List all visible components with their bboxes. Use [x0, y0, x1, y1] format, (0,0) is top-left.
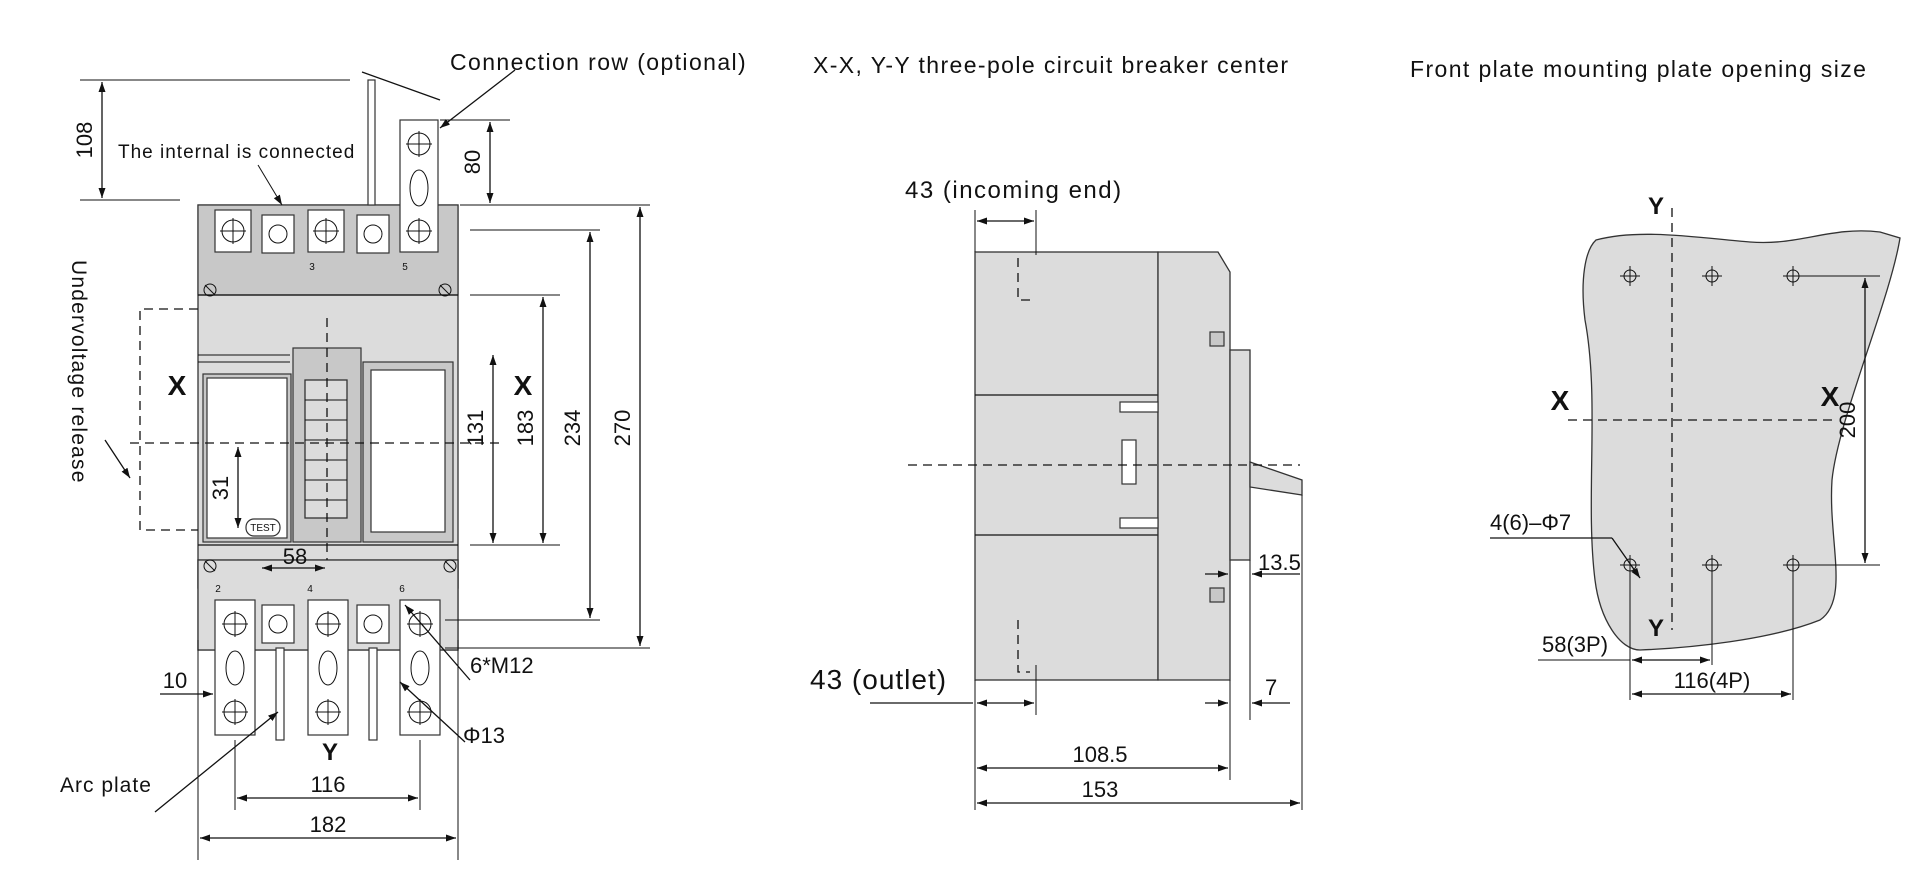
dim-116-label: 116	[310, 772, 345, 797]
front-view: TEST 3 5	[72, 69, 650, 860]
arc-plate	[275, 647, 285, 741]
terminal-number: 5	[402, 262, 408, 273]
dim-31-label: 31	[208, 476, 233, 500]
mounting-axis-x-left: X	[1551, 385, 1570, 416]
dim-200-label: 200	[1835, 402, 1860, 439]
undervoltage-release-box	[139, 308, 198, 531]
dim-58-3p-label: 58(3P)	[1542, 632, 1608, 657]
mounting-hole-icon	[1620, 266, 1803, 575]
arc-plate-caption: Arc plate	[60, 774, 152, 797]
undervoltage-release-caption: Undervoltage release	[67, 260, 90, 484]
connection-row-caption: Connection row (optional)	[450, 49, 747, 75]
side-view-title: X-X, Y-Y three-pole circuit breaker cent…	[813, 52, 1289, 78]
dim-153-label: 153	[1082, 777, 1119, 802]
side-handle	[1249, 461, 1303, 496]
operating-handle	[304, 379, 348, 519]
terminal-number: 6	[399, 584, 405, 595]
dim-234-label: 234	[560, 410, 585, 447]
terminal-number: 2	[215, 584, 221, 595]
side-view: X-X, Y-Y three-pole circuit breaker cent…	[810, 52, 1303, 810]
dim-58-label: 58	[283, 544, 307, 569]
thread-label: 6*M12	[470, 653, 534, 678]
mounting-axis-y-bottom: Y	[1648, 615, 1664, 642]
dim-7-label: 7	[1265, 675, 1277, 700]
upper-terminals	[214, 79, 439, 254]
test-button	[245, 518, 281, 537]
internal-connector	[367, 79, 376, 206]
dim-116-4p-label: 116(4P)	[1674, 668, 1751, 693]
dim-10-label: 10	[163, 668, 187, 693]
dim-131-label: 131	[463, 410, 488, 447]
side-front-face	[1229, 349, 1251, 561]
mounting-view-title: Front plate mounting plate opening size	[1410, 56, 1867, 82]
screw-icon	[203, 283, 457, 573]
internal-connected-caption: The internal is connected	[118, 142, 355, 163]
dim-13-5-label: 13.5	[1258, 550, 1301, 575]
test-label: TEST	[250, 523, 276, 534]
hole-label: Φ13	[463, 723, 505, 748]
outlet-label: 43 (outlet)	[810, 664, 947, 695]
dim-182-label: 182	[310, 812, 347, 837]
mounting-view: Front plate mounting plate opening size …	[1410, 56, 1901, 700]
mounting-axis-x-right: X	[1821, 381, 1840, 412]
axis-y-label: Y	[322, 739, 338, 766]
dim-108-label: 108	[72, 122, 97, 159]
mounting-plate	[1582, 230, 1901, 651]
axis-x-label: X	[168, 370, 187, 401]
holes-label: 4(6)–Φ7	[1490, 510, 1571, 535]
lower-terminals	[214, 599, 441, 741]
terminal-number: 4	[307, 584, 313, 595]
dim-270-label: 270	[610, 410, 635, 447]
side-cover	[1157, 251, 1231, 681]
axis-x-label-right: X	[514, 370, 533, 401]
incoming-end-label: 43 (incoming end)	[905, 177, 1123, 204]
terminal-number: 3	[309, 262, 315, 273]
mounting-axis-y-top: Y	[1648, 193, 1664, 220]
dim-108-5-label: 108.5	[1072, 742, 1127, 767]
dim-183-label: 183	[513, 410, 538, 447]
dim-80-label: 80	[460, 150, 485, 174]
